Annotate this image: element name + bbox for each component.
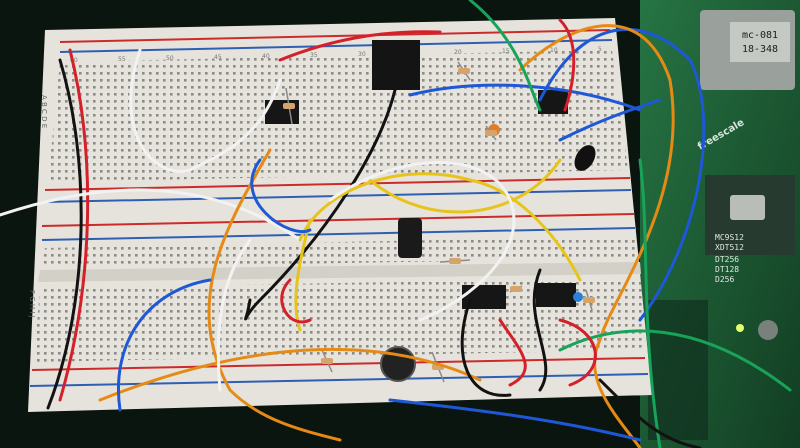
- wire-red: [58, 48, 90, 402]
- wire-blue: [250, 158, 312, 233]
- wire-black: [532, 268, 548, 392]
- wire-yellow: [368, 158, 562, 214]
- column-number: 30: [358, 51, 366, 58]
- row-letters-bottom: F G H I J: [28, 290, 36, 318]
- center-channel: [38, 262, 641, 282]
- wire-red: [558, 18, 576, 112]
- crystal: [730, 195, 765, 220]
- chip-code-1: mc-081: [742, 30, 778, 41]
- chip-label-plate: [730, 22, 790, 62]
- wire-red: [558, 318, 597, 387]
- breadboard: A B C D E F G H I J 60555045403530252015…: [28, 18, 652, 412]
- row-letters-top: A B C D E: [40, 95, 48, 128]
- resistors: [283, 61, 595, 383]
- wire-black: [244, 88, 397, 321]
- rail-top-blue: [59, 39, 613, 53]
- wire-white: [0, 188, 302, 242]
- wire-red: [278, 30, 442, 62]
- wire-white: [216, 238, 252, 392]
- wire-blue: [538, 27, 706, 322]
- capacitor-black: [574, 145, 596, 171]
- column-number: 15: [502, 48, 510, 55]
- wire-blue: [408, 83, 642, 112]
- wire-orange: [98, 347, 482, 402]
- status-led: [736, 324, 744, 332]
- rail-top-red: [59, 29, 611, 43]
- electrolytic-capacitor: [398, 218, 422, 258]
- wire-orange: [518, 24, 675, 448]
- hole-grid-mid: [42, 236, 640, 268]
- part-5: D256: [715, 275, 734, 284]
- wire-red: [498, 318, 527, 387]
- column-number: 20: [454, 49, 462, 56]
- components: [265, 40, 596, 383]
- rail-bottom-red: [31, 357, 646, 371]
- wire-blue: [388, 398, 642, 442]
- column-number: 35: [310, 52, 318, 59]
- part-2: XDT512: [715, 243, 744, 252]
- resistor: [439, 258, 471, 264]
- column-number: 5: [598, 46, 602, 53]
- voltage-regulator: [372, 40, 420, 90]
- resistor: [485, 125, 497, 141]
- wire-blue: [117, 278, 212, 412]
- column-number: 55: [118, 56, 126, 63]
- resistor: [321, 349, 333, 373]
- part-1: MC9S12: [715, 233, 744, 242]
- wire-yellow: [298, 172, 582, 282]
- chip-code-2: 18-348: [742, 44, 778, 55]
- column-number: 10: [550, 47, 558, 54]
- column-number: 45: [214, 54, 222, 61]
- wire-white: [328, 161, 516, 322]
- wire-white: [129, 48, 282, 173]
- wire-black: [598, 378, 702, 448]
- wire-black: [460, 298, 512, 397]
- wire-blue: [558, 98, 662, 142]
- part-4: DT128: [715, 265, 739, 274]
- op-amp-2: [536, 283, 576, 307]
- hole-grid-top: [48, 50, 628, 182]
- resistor: [457, 61, 471, 81]
- push-button: [758, 320, 778, 340]
- ceramic-capacitor-blue: [573, 292, 583, 302]
- wire-green: [558, 329, 792, 392]
- column-number: 40: [262, 53, 270, 60]
- part-3: DT256: [715, 255, 739, 264]
- resistor: [509, 285, 523, 293]
- wire-green: [468, 0, 542, 112]
- wire-green: [638, 158, 662, 448]
- resistor: [283, 87, 295, 125]
- wire-black: [46, 58, 83, 410]
- column-number: 50: [166, 55, 174, 62]
- wire-red: [280, 278, 312, 324]
- resistor: [583, 289, 595, 311]
- rail-mid-blue-2: [41, 227, 636, 241]
- rail-mid-red: [44, 177, 631, 191]
